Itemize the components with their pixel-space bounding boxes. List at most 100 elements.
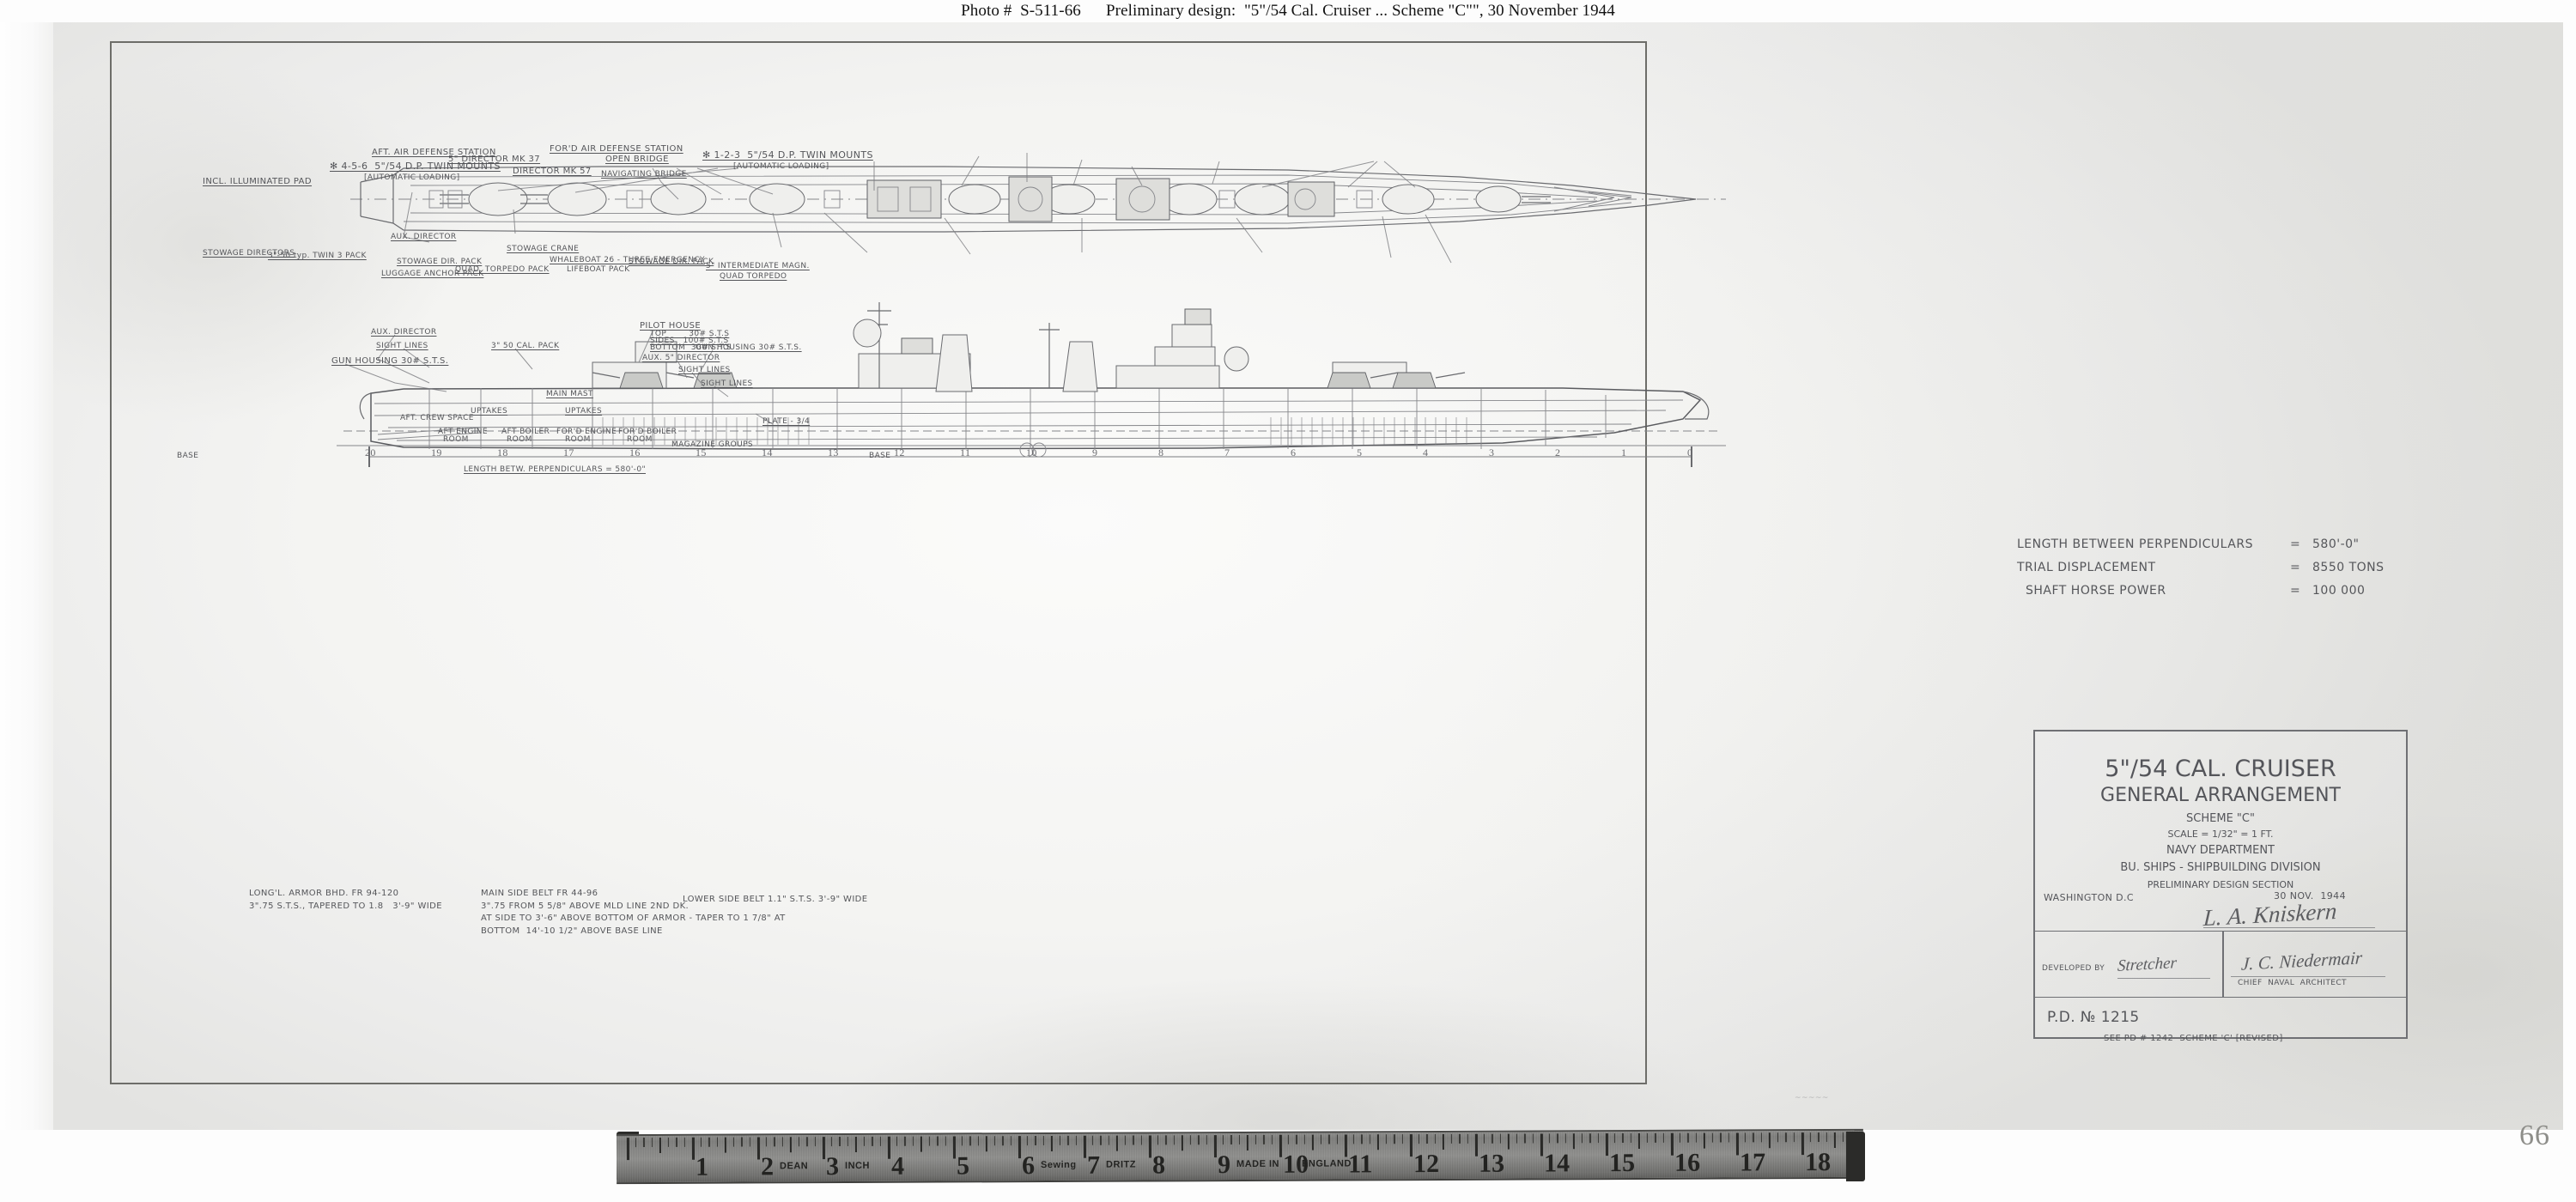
note-armor-bulkhead: LONG'L. ARMOR BHD. FR 94-120 3".75 S.T.S…	[249, 889, 442, 911]
ruler-tick	[854, 1136, 857, 1152]
ruler-tick	[700, 1137, 702, 1147]
ruler-tick	[708, 1137, 710, 1147]
profile-label: AFT BOILER	[501, 428, 550, 436]
title-block-main: 5"/54 CAL. CRUISER GENERAL ARRANGEMENT S…	[2035, 732, 2406, 931]
ruler-tick	[993, 1136, 996, 1146]
ruler-tick	[1401, 1134, 1404, 1144]
station-number: 20	[365, 446, 376, 458]
profile-label: ROOM	[627, 435, 653, 444]
title-block-line2: GENERAL ARRANGEMENT	[2100, 785, 2341, 806]
ruler-tick	[1458, 1133, 1461, 1144]
plan-label: ✻ 1-2-3 5"/54 D.P. TWIN MOUNTS	[702, 149, 873, 161]
ruler-tick	[805, 1137, 808, 1147]
title-block: 5"/54 CAL. CRUISER GENERAL ARRANGEMENT S…	[2033, 730, 2408, 1039]
profile-label: SIGHT LINES	[678, 366, 731, 374]
ruler-tick	[879, 1136, 882, 1146]
ruler-tick	[1801, 1132, 1804, 1156]
specification-value: 100 000	[2312, 584, 2366, 598]
plan-label: AUX. DIRECTOR	[391, 233, 457, 241]
ruler-tick	[642, 1138, 645, 1148]
page-number: 66	[2519, 1120, 2550, 1151]
title-block-line1: 5"/54 CAL. CRUISER	[2105, 756, 2336, 782]
profile-label: AFT ENGINE	[438, 428, 488, 436]
ruler-tick	[1206, 1135, 1208, 1145]
ruler-tick	[1809, 1132, 1812, 1143]
ruler-tick	[1344, 1134, 1347, 1157]
profile-label: SIGHT LINES	[701, 379, 753, 388]
ruler-number: 12	[1413, 1149, 1440, 1179]
station-number: 10	[1026, 446, 1037, 458]
ruler-tick	[1686, 1132, 1689, 1143]
profile-label: FOR'D ENGINE	[556, 428, 617, 436]
ruler-tick	[1442, 1133, 1444, 1150]
specification-label: LENGTH BETWEEN PERPENDICULARS	[2017, 537, 2253, 551]
ruler-tick	[635, 1138, 637, 1148]
note-lower-side-belt: LOWER SIDE BELT 1.1" S.T.S. 3'-9" WIDE	[683, 895, 868, 904]
ruler-tick	[1132, 1135, 1134, 1145]
ruler-tick	[1467, 1133, 1469, 1144]
ruler-tick	[822, 1137, 825, 1160]
length-dimension-label: LENGTH BETW. PERPENDICULARS = 580'-0"	[464, 465, 646, 474]
specification-value: 8550 TONS	[2312, 561, 2385, 574]
ruler-tick	[1157, 1135, 1159, 1145]
station-number: 15	[696, 446, 707, 458]
ruler-tick	[1817, 1132, 1820, 1143]
ruler-number: 17	[1739, 1148, 1766, 1177]
ruler-tick	[1556, 1133, 1558, 1144]
ruler-tick	[1271, 1134, 1273, 1144]
profile-label: TOP 30# S.T.S	[650, 330, 730, 338]
ruler-tick	[1148, 1135, 1151, 1158]
pencil-scribble: ~~~~~	[1795, 1094, 1829, 1102]
station-number: 5	[1357, 446, 1363, 458]
plan-label: ✻ 4-5-6 5"/54 D.P. TWIN MOUNTS	[330, 161, 501, 172]
profile-label: BASE	[869, 452, 891, 460]
ruler-tick	[814, 1137, 817, 1147]
title-block-line6: BU. SHIPS - SHIPBUILDING DIVISION	[2120, 861, 2321, 874]
profile-label: AUX. 5" DIRECTOR	[642, 354, 720, 362]
profile-label: PLATE - 3/4	[762, 417, 811, 426]
ruler-tick	[1393, 1134, 1395, 1144]
ruler-tick	[1523, 1133, 1526, 1144]
profile-label: ROOM	[507, 435, 532, 444]
plan-label: DIRECTOR MK 57	[513, 167, 592, 176]
ruler-tick	[1303, 1134, 1306, 1144]
ruler-tick	[1621, 1133, 1624, 1144]
title-block-line7: PRELIMINARY DESIGN SECTION	[2147, 879, 2294, 890]
plan-label: STOWAGE DIR. PACK	[397, 258, 483, 266]
plan-label: [AUTOMATIC LOADING]	[364, 173, 460, 182]
ruler-tick	[1425, 1134, 1428, 1144]
ruler-tick	[1164, 1135, 1167, 1145]
ruler-tick	[1597, 1133, 1600, 1144]
ruler-tick	[749, 1137, 751, 1147]
title-block-location: WASHINGTON D.C	[2044, 892, 2135, 903]
ruler-tick	[1262, 1134, 1265, 1144]
ruler-tick	[1124, 1135, 1127, 1145]
title-block-line5: NAVY DEPARTMENT	[2166, 844, 2275, 857]
ruler-tick	[1385, 1134, 1388, 1144]
ruler-tick	[920, 1136, 922, 1152]
ruler-tick	[1018, 1136, 1021, 1159]
ruler-brand-text: INCH	[845, 1160, 870, 1172]
photograph-of-blueprint: INCL. ILLUMINATED PAD AFT. AIR DEFENSE S…	[0, 22, 2563, 1130]
ruler-tick	[651, 1137, 653, 1147]
profile-label: AUX. DIRECTOR	[371, 328, 437, 337]
ruler-tick	[1320, 1134, 1322, 1144]
drawing-number: P.D. № 1215	[2047, 1009, 2140, 1026]
ruler-tick	[1646, 1132, 1649, 1143]
ruler-tick	[977, 1136, 980, 1146]
profile-label: BOTTOM 30# S.T.S	[650, 343, 732, 352]
ruler-tick	[1613, 1133, 1616, 1144]
plan-label: QUAD. TORPEDO PACK	[455, 265, 550, 274]
ruler-brand-text: DEAN	[780, 1161, 809, 1172]
title-block-drawing-number-row: P.D. № 1215	[2035, 998, 2406, 1041]
ruler-tick	[1605, 1133, 1608, 1156]
plan-label: STOWAGE DIR. PACK	[629, 258, 714, 266]
ruler-brand-text: ENGLAND	[1302, 1158, 1352, 1169]
ruler-tick	[1491, 1133, 1493, 1144]
ruler-tick	[1327, 1134, 1330, 1144]
ruler-tick	[716, 1137, 719, 1147]
ruler-tick	[1793, 1132, 1795, 1143]
ruler-tick	[1115, 1135, 1118, 1151]
profile-label: SIGHT LINES	[376, 342, 428, 350]
